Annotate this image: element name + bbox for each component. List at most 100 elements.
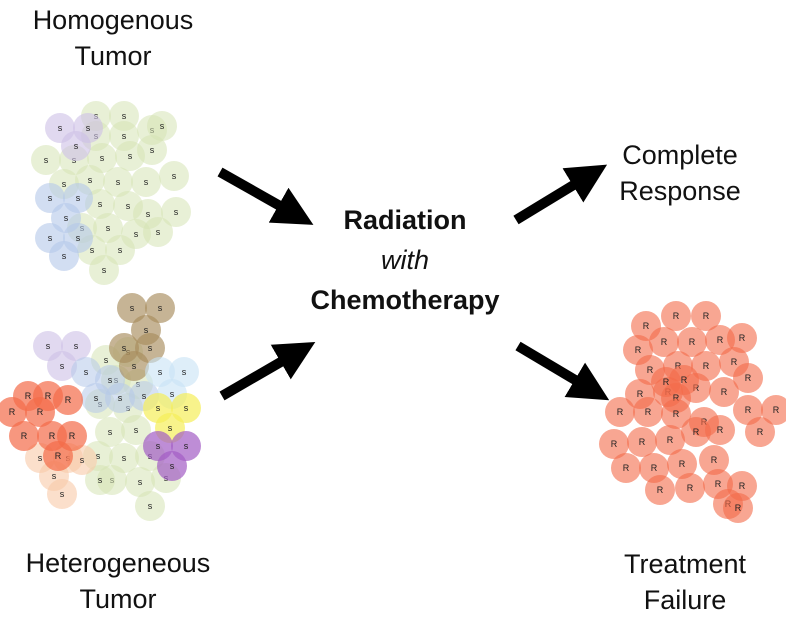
cell-marker-label: s: [48, 193, 53, 203]
tumor-cell: [723, 493, 753, 523]
failure-label-line1: Treatment: [623, 549, 747, 579]
tumor-cell: [681, 417, 711, 447]
cell-marker-label: R: [635, 345, 642, 355]
tumor-cell: [605, 397, 635, 427]
cell-marker-label: s: [122, 111, 127, 121]
cell-marker-label: R: [65, 395, 72, 405]
cell-marker-label: s: [84, 367, 89, 377]
cell-marker-label: s: [64, 213, 69, 223]
tumor-cell: [81, 383, 111, 413]
tumor-cell: [49, 241, 79, 271]
cell-marker-label: s: [144, 325, 149, 335]
cell-marker-label: s: [122, 453, 127, 463]
cell-marker-label: s: [174, 207, 179, 217]
tumor-cell: [705, 415, 735, 445]
arrow-heterogeneous-to-treatment: [219, 341, 316, 401]
tumor-cell: [661, 301, 691, 331]
cell-marker-label: s: [146, 209, 151, 219]
complete-response-label: Complete Response: [580, 137, 780, 209]
cell-marker-label: R: [55, 451, 62, 461]
cell-marker-label: s: [98, 199, 103, 209]
tumor-cell: [627, 427, 657, 457]
cell-marker-label: s: [102, 265, 107, 275]
cell-marker-label: R: [21, 431, 28, 441]
cell-marker-label: s: [132, 361, 137, 371]
tumor-cell: [121, 415, 151, 445]
cell-marker-label: R: [623, 463, 630, 473]
tumor-cell: [93, 213, 123, 243]
cell-marker-label: s: [58, 123, 63, 133]
arrow-treatment-to-failure: [515, 341, 610, 401]
treatment-failure-cells: RRRRRRRRRRRRRRRRRRRRRRRRRRRRRRRRRRRRRRRR…: [599, 301, 786, 523]
arrow-treatment-to-complete: [513, 164, 608, 225]
tumor-cell: [705, 325, 735, 355]
cell-marker-label: R: [617, 407, 624, 417]
cell-marker-label: s: [160, 121, 165, 131]
tumor-cell: [143, 217, 173, 247]
cell-marker-label: R: [673, 393, 680, 403]
cell-marker-label: s: [142, 391, 147, 401]
cell-marker-label: s: [158, 303, 163, 313]
cell-marker-label: s: [118, 245, 123, 255]
cell-marker-label: s: [90, 245, 95, 255]
tumor-cell: [89, 255, 119, 285]
tumor-cell: [675, 473, 705, 503]
tumor-cell: [61, 131, 91, 161]
cell-marker-label: R: [663, 377, 670, 387]
cell-marker-label: s: [168, 423, 173, 433]
tumor-cell: [9, 421, 39, 451]
heterogeneous-label-line2: Tumor: [79, 584, 157, 614]
cell-marker-label: s: [108, 375, 113, 385]
tumor-cell: [33, 381, 63, 411]
tumor-cell: [169, 357, 199, 387]
cell-marker-label: s: [104, 355, 109, 365]
cell-marker-label: s: [52, 471, 57, 481]
tumor-cell: [699, 445, 729, 475]
cell-marker-label: R: [25, 391, 32, 401]
tumor-cell: [157, 451, 187, 481]
cell-marker-label: s: [170, 389, 175, 399]
tumor-cell: [727, 323, 757, 353]
cell-marker-label: s: [62, 179, 67, 189]
cell-marker-label: R: [717, 335, 724, 345]
cell-marker-label: R: [49, 431, 56, 441]
cell-marker-label: s: [182, 367, 187, 377]
cell-marker-label: s: [148, 343, 153, 353]
cell-marker-label: s: [94, 393, 99, 403]
cell-marker-label: R: [693, 427, 700, 437]
tumor-cell: [611, 453, 641, 483]
cell-marker-label: s: [150, 145, 155, 155]
cell-marker-label: s: [100, 153, 105, 163]
cell-marker-label: s: [156, 441, 161, 451]
cell-marker-label: R: [717, 425, 724, 435]
tumor-cell: [87, 143, 117, 173]
chemotherapy-label: Chemotherapy: [310, 285, 500, 315]
cell-marker-label: R: [739, 333, 746, 343]
tumor-cell: [71, 357, 101, 387]
complete-label-line1: Complete: [622, 140, 738, 170]
tumor-cell: [667, 449, 697, 479]
tumor-cell: [677, 327, 707, 357]
cell-marker-label: s: [184, 441, 189, 451]
tumor-cell: [43, 441, 73, 471]
cell-marker-label: s: [156, 227, 161, 237]
tumor-cell: [159, 161, 189, 191]
heterogeneous-label-line1: Heterogeneous: [25, 548, 211, 578]
treatment-failure-label: Treatment Failure: [590, 546, 780, 618]
cell-marker-label: s: [46, 341, 51, 351]
cell-marker-label: s: [60, 361, 65, 371]
cell-marker-label: s: [122, 131, 127, 141]
cell-marker-label: R: [673, 311, 680, 321]
cell-marker-label: R: [645, 407, 652, 417]
tumor-cell: [131, 167, 161, 197]
cell-marker-label: s: [184, 403, 189, 413]
cell-marker-label: R: [703, 361, 710, 371]
cell-marker-label: R: [773, 405, 780, 415]
tumor-cell: [47, 479, 77, 509]
cell-marker-label: R: [639, 437, 646, 447]
cell-marker-label: R: [739, 481, 746, 491]
cell-marker-label: R: [757, 427, 764, 437]
tumor-cell: [117, 293, 147, 323]
cell-marker-label: s: [170, 461, 175, 471]
cell-marker-label: s: [88, 175, 93, 185]
